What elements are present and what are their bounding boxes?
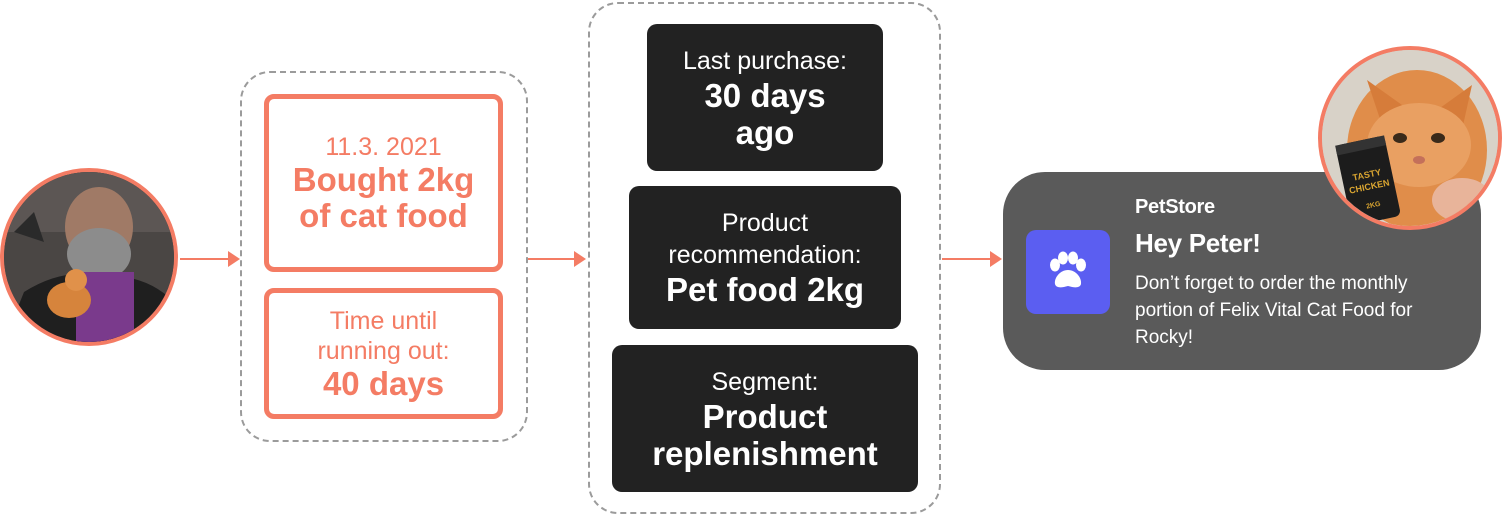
recommendation-value: Pet food 2kg [665, 271, 865, 308]
recommendation-label: Product recommendation: [668, 209, 862, 269]
product-pack [1336, 136, 1400, 225]
pack-weight: 2KG [1366, 201, 1382, 211]
flow-arrow-2 [528, 251, 586, 267]
segment-value: Product replenishment [652, 397, 878, 472]
notification-body: Don’t forget to order the monthly portio… [1135, 273, 1413, 348]
purchase-event-box: 11.3. 2021 Bought 2kg of cat food [264, 94, 503, 272]
segment-box: Segment: Product replenishment [612, 345, 918, 492]
purchase-date: 11.3. 2021 [325, 133, 442, 161]
runout-box: Time until running out: 40 days [264, 288, 503, 419]
app-icon [1026, 230, 1110, 314]
customer-photo [4, 172, 174, 342]
insights-group [588, 2, 941, 514]
segment-label: Segment: [711, 367, 819, 396]
last-purchase-box: Last purchase: 30 days ago [647, 24, 883, 171]
recommendation-box: Product recommendation: Pet food 2kg [629, 186, 901, 329]
purchase-data-group [240, 71, 528, 442]
runout-label: Time until running out: [317, 306, 450, 365]
last-purchase-label: Last purchase: [683, 46, 847, 75]
notification-title: Hey Peter! [1135, 228, 1261, 258]
customer-avatar [0, 168, 178, 346]
runout-value: 40 days [322, 364, 445, 402]
last-purchase-value: 30 days ago [704, 76, 826, 151]
flow-arrow-1 [180, 251, 240, 267]
notification-app-name: PetStore [1135, 196, 1215, 218]
purchase-action: Bought 2kg of cat food [292, 161, 475, 234]
paw-icon [1050, 251, 1086, 288]
flow-arrow-3 [942, 251, 1002, 267]
cat-photo: TASTY CHICKEN 2KG [1322, 50, 1498, 226]
pet-avatar: TASTY CHICKEN 2KG [1318, 46, 1502, 230]
